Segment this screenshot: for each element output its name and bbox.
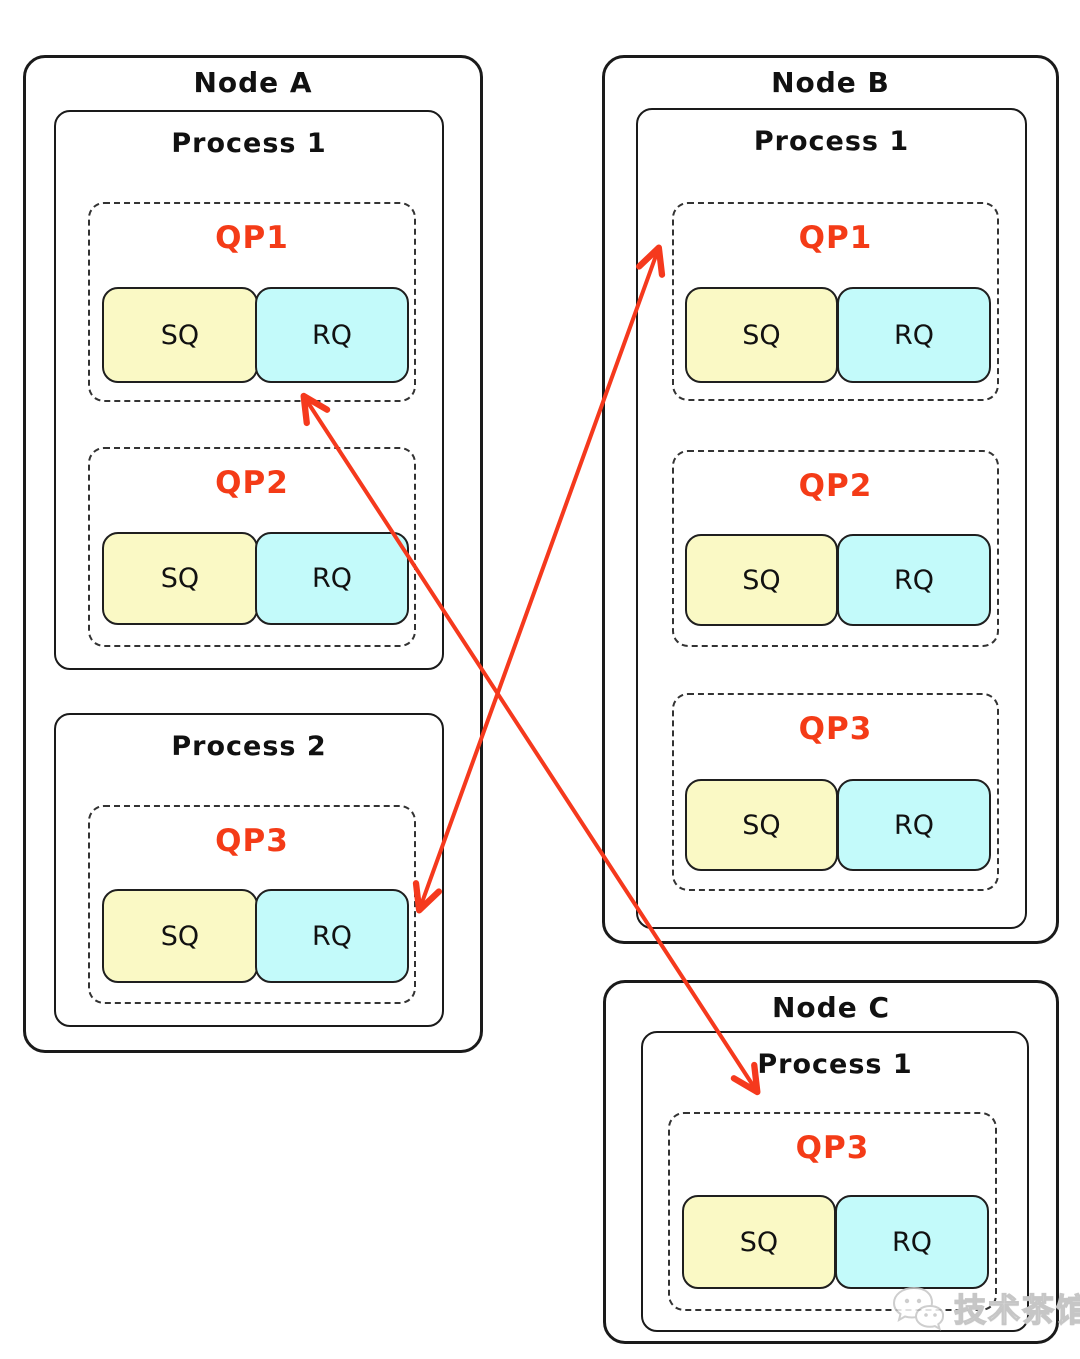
node-a-process-1-qp1: QP1 SQ RQ	[88, 202, 416, 402]
qp1-label: QP1	[798, 220, 873, 256]
node-c-title: Node C	[772, 991, 890, 1024]
sq-box: SQ	[102, 287, 258, 383]
node-c-process-1: Process 1 QP3 SQ RQ	[641, 1031, 1029, 1332]
qp2-label: QP2	[798, 468, 873, 504]
node-a: Node A Process 1 QP1 SQ RQ QP2 SQ RQ	[23, 55, 483, 1053]
node-a-title: Node A	[193, 66, 313, 99]
qp2-label: QP2	[215, 465, 289, 501]
wechat-chat-bubbles-icon	[892, 1286, 945, 1331]
node-b-process-1-qp2: QP2 SQ RQ	[672, 450, 999, 647]
sq-box: SQ	[685, 287, 838, 383]
sq-label: SQ	[742, 319, 781, 351]
qp1-label: QP1	[215, 220, 289, 256]
rq-box: RQ	[255, 287, 409, 383]
rq-box: RQ	[255, 889, 409, 983]
rq-label: RQ	[893, 319, 934, 351]
sq-label: SQ	[742, 809, 781, 841]
sq-box: SQ	[102, 532, 258, 625]
node-a-process-2-qp3: QP3 SQ RQ	[88, 805, 416, 1004]
node-a-process-1: Process 1 QP1 SQ RQ QP2 SQ RQ	[54, 110, 444, 670]
node-a-process-2-title: Process 2	[171, 731, 327, 762]
rq-box: RQ	[255, 532, 409, 625]
node-b-process-1-qp3: QP3 SQ RQ	[672, 693, 999, 891]
rq-label: RQ	[311, 319, 352, 351]
sq-label: SQ	[160, 319, 200, 351]
qp3-label: QP3	[215, 823, 289, 859]
node-b-process-1-qp1: QP1 SQ RQ	[672, 202, 999, 401]
rq-box: RQ	[837, 779, 991, 871]
node-c: Node C Process 1 QP3 SQ RQ	[603, 980, 1059, 1344]
rq-label: RQ	[891, 1226, 932, 1258]
node-a-process-2: Process 2 QP3 SQ RQ	[54, 713, 444, 1027]
rq-box: RQ	[835, 1195, 989, 1289]
rq-label: RQ	[893, 564, 934, 596]
qp3-label: QP3	[798, 711, 873, 747]
rq-label: RQ	[311, 920, 352, 952]
watermark: 技术茶馆	[886, 1284, 1080, 1332]
node-a-process-1-qp2: QP2 SQ RQ	[88, 447, 416, 647]
rq-box: RQ	[837, 287, 991, 383]
watermark-text: 技术茶馆	[953, 1290, 1080, 1329]
qp3-label: QP3	[795, 1130, 870, 1166]
node-a-process-1-title: Process 1	[171, 128, 327, 159]
sq-box: SQ	[102, 889, 258, 983]
node-c-process-1-title: Process 1	[757, 1049, 913, 1080]
node-b-title: Node B	[771, 66, 890, 99]
sq-label: SQ	[160, 920, 200, 952]
sq-label: SQ	[739, 1226, 779, 1258]
sq-box: SQ	[685, 779, 838, 871]
sq-label: SQ	[742, 564, 781, 596]
rq-box: RQ	[837, 534, 991, 626]
sq-box: SQ	[682, 1195, 836, 1289]
rq-label: RQ	[311, 563, 352, 594]
node-b-process-1: Process 1 QP1 SQ RQ QP2 SQ RQ	[636, 108, 1027, 929]
node-b: Node B Process 1 QP1 SQ RQ QP2 SQ RQ	[602, 55, 1059, 944]
rq-label: RQ	[893, 809, 934, 841]
node-b-process-1-title: Process 1	[753, 126, 910, 157]
sq-label: SQ	[160, 563, 200, 594]
node-c-process-1-qp3: QP3 SQ RQ	[668, 1112, 997, 1311]
sq-box: SQ	[685, 534, 838, 626]
